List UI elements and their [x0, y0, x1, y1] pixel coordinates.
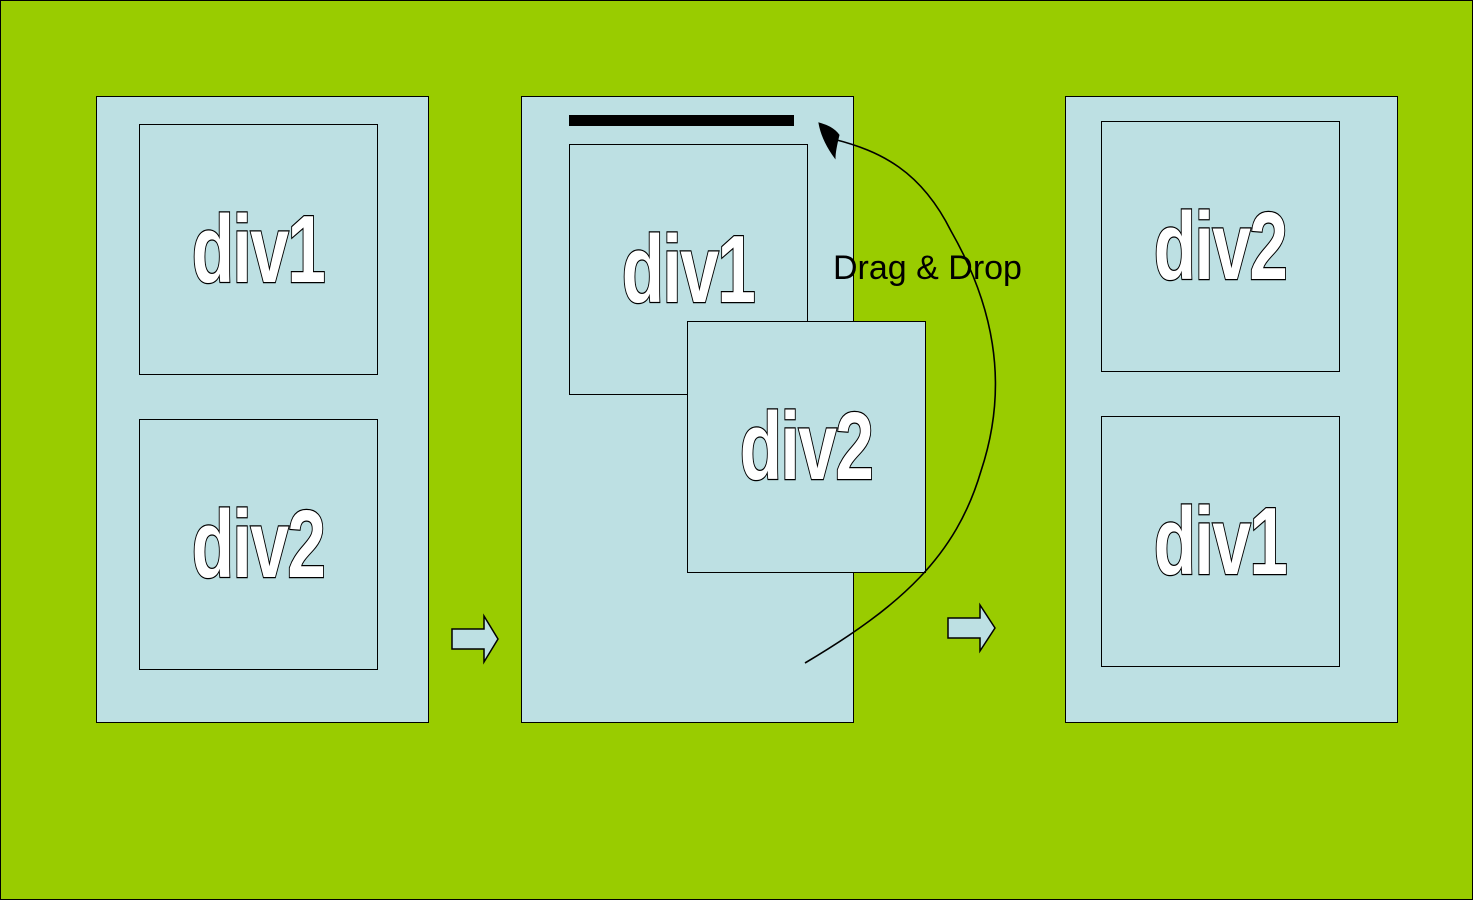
box-div2: div2 [139, 419, 378, 670]
box-label: div2 [1153, 192, 1289, 300]
drag-handle-bar [569, 115, 794, 126]
box-label: div1 [191, 195, 327, 303]
box-label: div2 [191, 490, 327, 598]
box-div2-dragged: div2 [687, 321, 926, 573]
arrow-right-icon [451, 613, 499, 665]
panel-after: div2 div1 [1065, 96, 1398, 723]
box-label: div1 [621, 215, 757, 323]
arrow-right-icon [947, 602, 996, 654]
box-div1: div1 [139, 124, 378, 375]
box-div1: div1 [1101, 416, 1340, 667]
box-div2: div2 [1101, 121, 1340, 372]
box-label: div2 [739, 393, 875, 500]
panel-before: div1 div2 [96, 96, 429, 723]
drag-drop-label: Drag & Drop [833, 249, 1022, 287]
box-label: div1 [1153, 487, 1289, 595]
